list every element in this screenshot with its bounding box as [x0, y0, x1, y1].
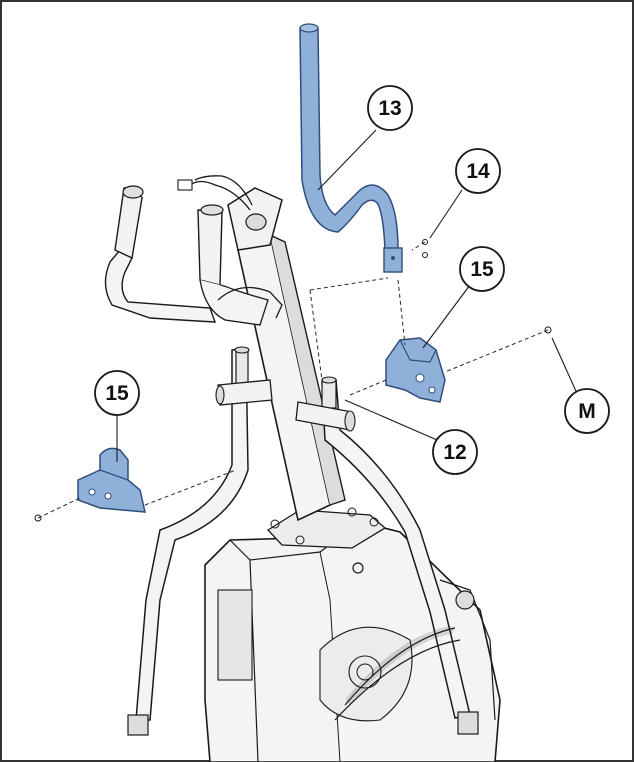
pivot-knob	[455, 590, 475, 610]
leader-lines	[116, 129, 581, 462]
left-crossbar-pivot	[217, 379, 273, 406]
screw-14-b	[422, 252, 428, 258]
callout-15-left-label: 15	[105, 382, 129, 405]
callout-m-label: M	[578, 400, 596, 423]
callout-13: 13	[367, 85, 413, 131]
main-housing	[204, 507, 501, 762]
callout-15-right-label: 15	[470, 258, 494, 281]
handlebar	[104, 185, 283, 326]
callout-14-label: 14	[466, 160, 490, 183]
callout-14: 14	[455, 148, 501, 194]
handlebar-grip-left	[114, 187, 143, 260]
callout-15-left: 15	[94, 370, 140, 416]
cable	[189, 180, 251, 211]
callout-m: M	[564, 388, 610, 434]
flywheel-cover	[319, 626, 413, 722]
callout-15-right: 15	[459, 246, 505, 292]
callout-12-label: 12	[443, 441, 466, 464]
part-13-tube	[299, 23, 403, 273]
part-15-right-cover	[385, 337, 446, 403]
side-panel	[217, 589, 253, 681]
handlebar-grip-right	[197, 209, 223, 286]
cable-connector	[177, 179, 193, 191]
right-upright-arm	[295, 376, 479, 735]
part-15-left-cover	[77, 447, 146, 513]
left-upright-arm	[127, 346, 273, 736]
alignment-lines	[37, 241, 549, 519]
callout-13-label: 13	[378, 97, 401, 120]
callout-12: 12	[432, 429, 478, 475]
